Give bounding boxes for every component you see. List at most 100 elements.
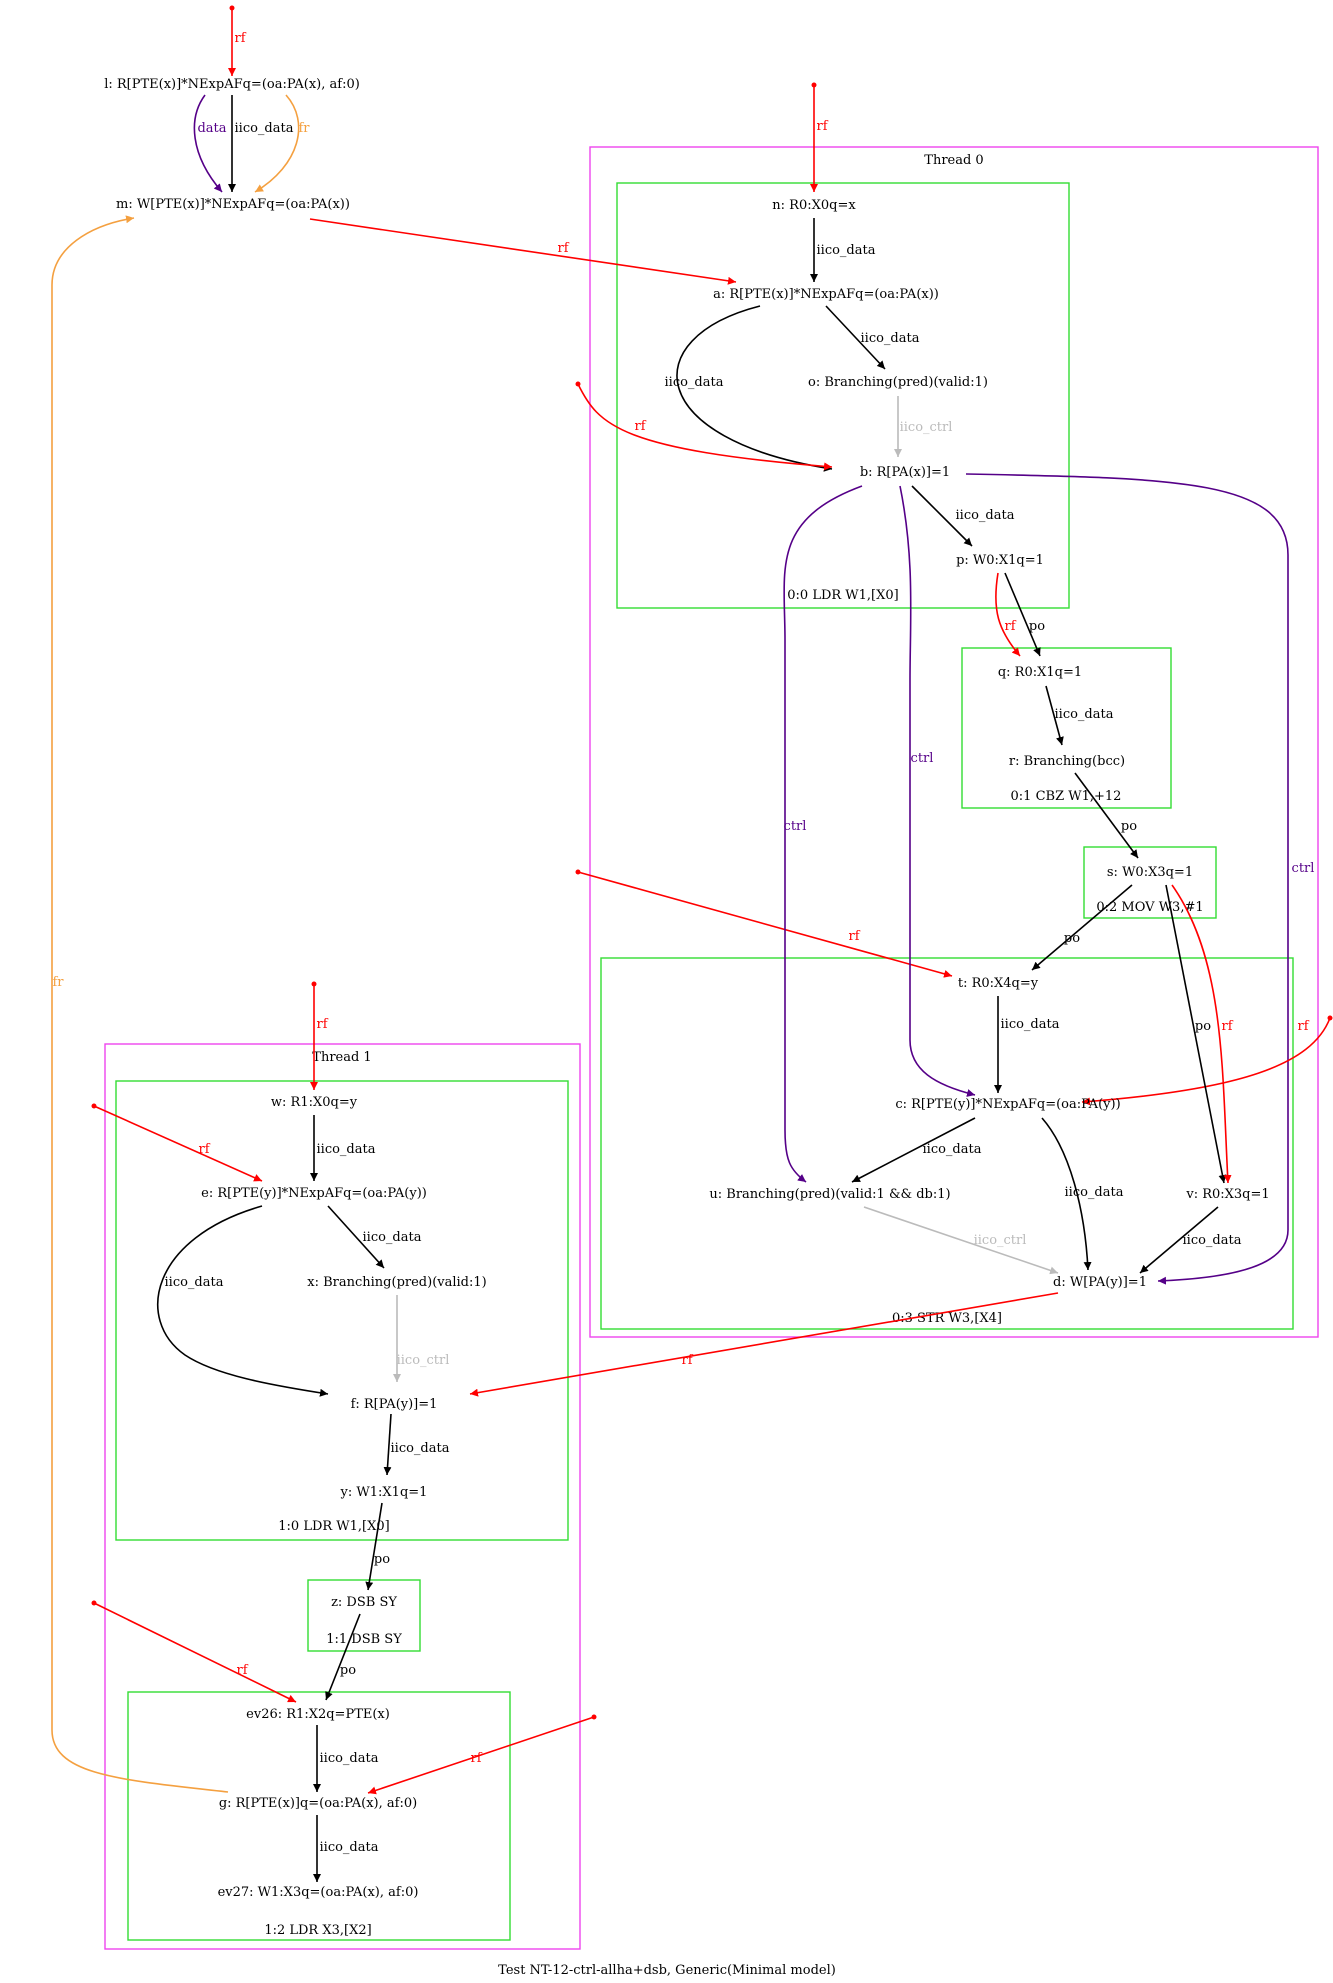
edge-label-rf-m-a: rf [557, 241, 569, 256]
edge-label-po-s-t: po [1064, 931, 1080, 946]
node-d: d: W[PA(y)]=1 [1053, 1275, 1147, 1290]
edge-rf-d-f [469, 1292, 1059, 1397]
edge-label-fr-l-m: fr [298, 121, 310, 136]
edge-ctrl-b-d [965, 473, 1289, 1285]
edge-label-iico-data-t-c: iico_data [1001, 1017, 1060, 1032]
node-v: v: R0:X3q=1 [1185, 1187, 1269, 1202]
edge-label-iico-data-c-u: iico_data [923, 1142, 982, 1157]
instr-label-0-2: 0:2 MOV W3,#1 [1096, 900, 1203, 915]
node-a: a: R[PTE(x)]*NExpAFq=(oa:PA(x)) [713, 287, 939, 302]
edge-rf-to-b [577, 383, 833, 471]
edge-fr-l-m [254, 94, 300, 193]
edge-iico-data-e-f [156, 1205, 329, 1397]
edge-iico-data-b-p [911, 485, 973, 547]
instr-label-1-1: 1:1 DSB SY [326, 1632, 402, 1647]
edge-label-iico-ctrl-o-b: iico_ctrl [900, 420, 953, 435]
edge-label-rf-p-q: rf [1004, 619, 1016, 634]
edge-label-iico-data-g-ev27: iico_data [320, 1840, 379, 1855]
edge-label-rf-to-g: rf [470, 1751, 482, 1766]
node-m: m: W[PTE(x)]*NExpAFq=(oa:PA(x)) [116, 197, 350, 212]
node-r: r: Branching(bcc) [1009, 754, 1125, 769]
edge-label-iico-data-a-b: iico_data [665, 375, 724, 390]
edge-iico-data-v-d [1139, 1206, 1219, 1274]
thread-0-label: Thread 0 [924, 153, 983, 168]
edge-label-iico-data-q-r: iico_data [1055, 707, 1114, 722]
node-l: l: R[PTE(x)]*NExpAFq=(oa:PA(x), af:0) [104, 77, 360, 92]
node-s: s: W0:X3q=1 [1107, 865, 1193, 880]
edge-label-data-l-m: data [197, 121, 226, 136]
edge-label-iico-ctrl-u-d: iico_ctrl [974, 1233, 1027, 1248]
node-p: p: W0:X1q=1 [956, 553, 1044, 568]
edge-iico-data-c-u [851, 1117, 976, 1183]
edge-label-po-s-v: po [1195, 1019, 1211, 1034]
edge-label-iico-data-a-o: iico_data [861, 331, 920, 346]
edge-rf-to-e [93, 1105, 263, 1182]
node-n: n: R0:X0q=x [772, 198, 856, 213]
edge-label-ctrl-b-u: ctrl [784, 819, 807, 834]
edge-label-iico-data-e-x: iico_data [363, 1230, 422, 1245]
edge-iico-data-f-y [383, 1413, 392, 1476]
edge-label-iico-data-n-a: iico_data [817, 243, 876, 258]
instr-label-0-3: 0:3 STR W3,[X4] [892, 1311, 1002, 1326]
edge-iico-data-e-x [327, 1205, 385, 1269]
edge-fr-g-m [51, 215, 229, 1793]
instr-label-1-2: 1:2 LDR X3,[X2] [264, 1923, 371, 1938]
node-z: z: DSB SY [331, 1595, 397, 1610]
edge-po-s-v [1165, 884, 1227, 1184]
node-ev26: ev26: R1:X2q=PTE(x) [246, 1707, 390, 1722]
edge-label-rf-to-b: rf [634, 419, 646, 434]
thread-1-label: Thread 1 [312, 1050, 371, 1065]
edge-label-ctrl-b-d: ctrl [1292, 861, 1315, 876]
edge-label-po-y-z: po [374, 1552, 390, 1567]
graph-caption: Test NT-12-ctrl-allha+dsb, Generic(Minim… [498, 1963, 836, 1978]
edge-label-rf-s-v: rf [1221, 1019, 1233, 1034]
edge-iico-data-a-b [676, 305, 833, 472]
edge-data-l-m [193, 94, 223, 193]
instr-label-0-0: 0:0 LDR W1,[X0] [787, 588, 898, 603]
edge-label-rf-to-w: rf [316, 1017, 328, 1032]
node-y: y: W1:X1q=1 [340, 1485, 428, 1500]
edge-label-iico-ctrl-x-f: iico_ctrl [397, 1353, 450, 1368]
edge-label-rf-to-n: rf [816, 119, 828, 134]
node-o: o: Branching(pred)(valid:1) [808, 375, 988, 390]
edge-label-iico-data-b-p: iico_data [956, 508, 1015, 523]
edge-label-iico-data-l-m: iico_data [235, 121, 294, 136]
edge-label-rf-to-l: rf [234, 31, 246, 46]
instr-box-0-2 [1083, 846, 1217, 919]
edge-label-po-p-q: po [1029, 619, 1045, 634]
node-t: t: R0:X4q=y [958, 976, 1039, 991]
edge-label-iico-data-e-f: iico_data [165, 1275, 224, 1290]
edge-label-po-r-s: po [1121, 819, 1137, 834]
edge-label-iico-data-c-d: iico_data [1065, 1185, 1124, 1200]
instr-box-1-1 [307, 1579, 421, 1652]
edge-rf-p-q [995, 572, 1021, 657]
edge-label-po-z-ev26: po [340, 1663, 356, 1678]
instr-label-1-0: 1:0 LDR W1,[X0] [278, 1519, 389, 1534]
edge-label-rf-to-t: rf [848, 929, 860, 944]
edge-po-s-t [1031, 884, 1133, 971]
edge-ctrl-b-u [783, 485, 863, 1183]
edge-label-iico-data-f-y: iico_data [391, 1441, 450, 1456]
edge-label-iico-data-v-d: iico_data [1183, 1233, 1242, 1248]
edge-iico-ctrl-u-d [863, 1206, 1059, 1275]
instr-box-1-0 [115, 1080, 569, 1541]
instr-box-1-2 [127, 1691, 511, 1941]
edge-label-rf-to-ev26: rf [236, 1663, 248, 1678]
edge-rf-to-g [367, 1716, 595, 1795]
instr-box-0-1 [961, 647, 1172, 809]
instr-box-0-0 [616, 182, 1070, 609]
edge-rf-m-a [309, 218, 737, 285]
node-q: q: R0:X1q=1 [998, 665, 1082, 680]
edge-rf-to-c [1081, 1017, 1331, 1106]
instr-label-0-1: 0:1 CBZ W1,+12 [1011, 789, 1122, 804]
edge-po-r-s [1074, 772, 1139, 859]
thread-0-box [589, 146, 1319, 1338]
edge-label-rf-to-c: rf [1297, 1019, 1309, 1034]
edge-rf-s-v [1171, 884, 1232, 1184]
node-e: e: R[PTE(y)]*NExpAFq=(oa:PA(y)) [201, 1186, 427, 1201]
edge-label-ctrl-b-c: ctrl [911, 751, 934, 766]
edge-iico-data-c-d [1041, 1117, 1092, 1271]
edge-label-iico-data-w-e: iico_data [317, 1142, 376, 1157]
edge-po-y-z [365, 1502, 383, 1591]
